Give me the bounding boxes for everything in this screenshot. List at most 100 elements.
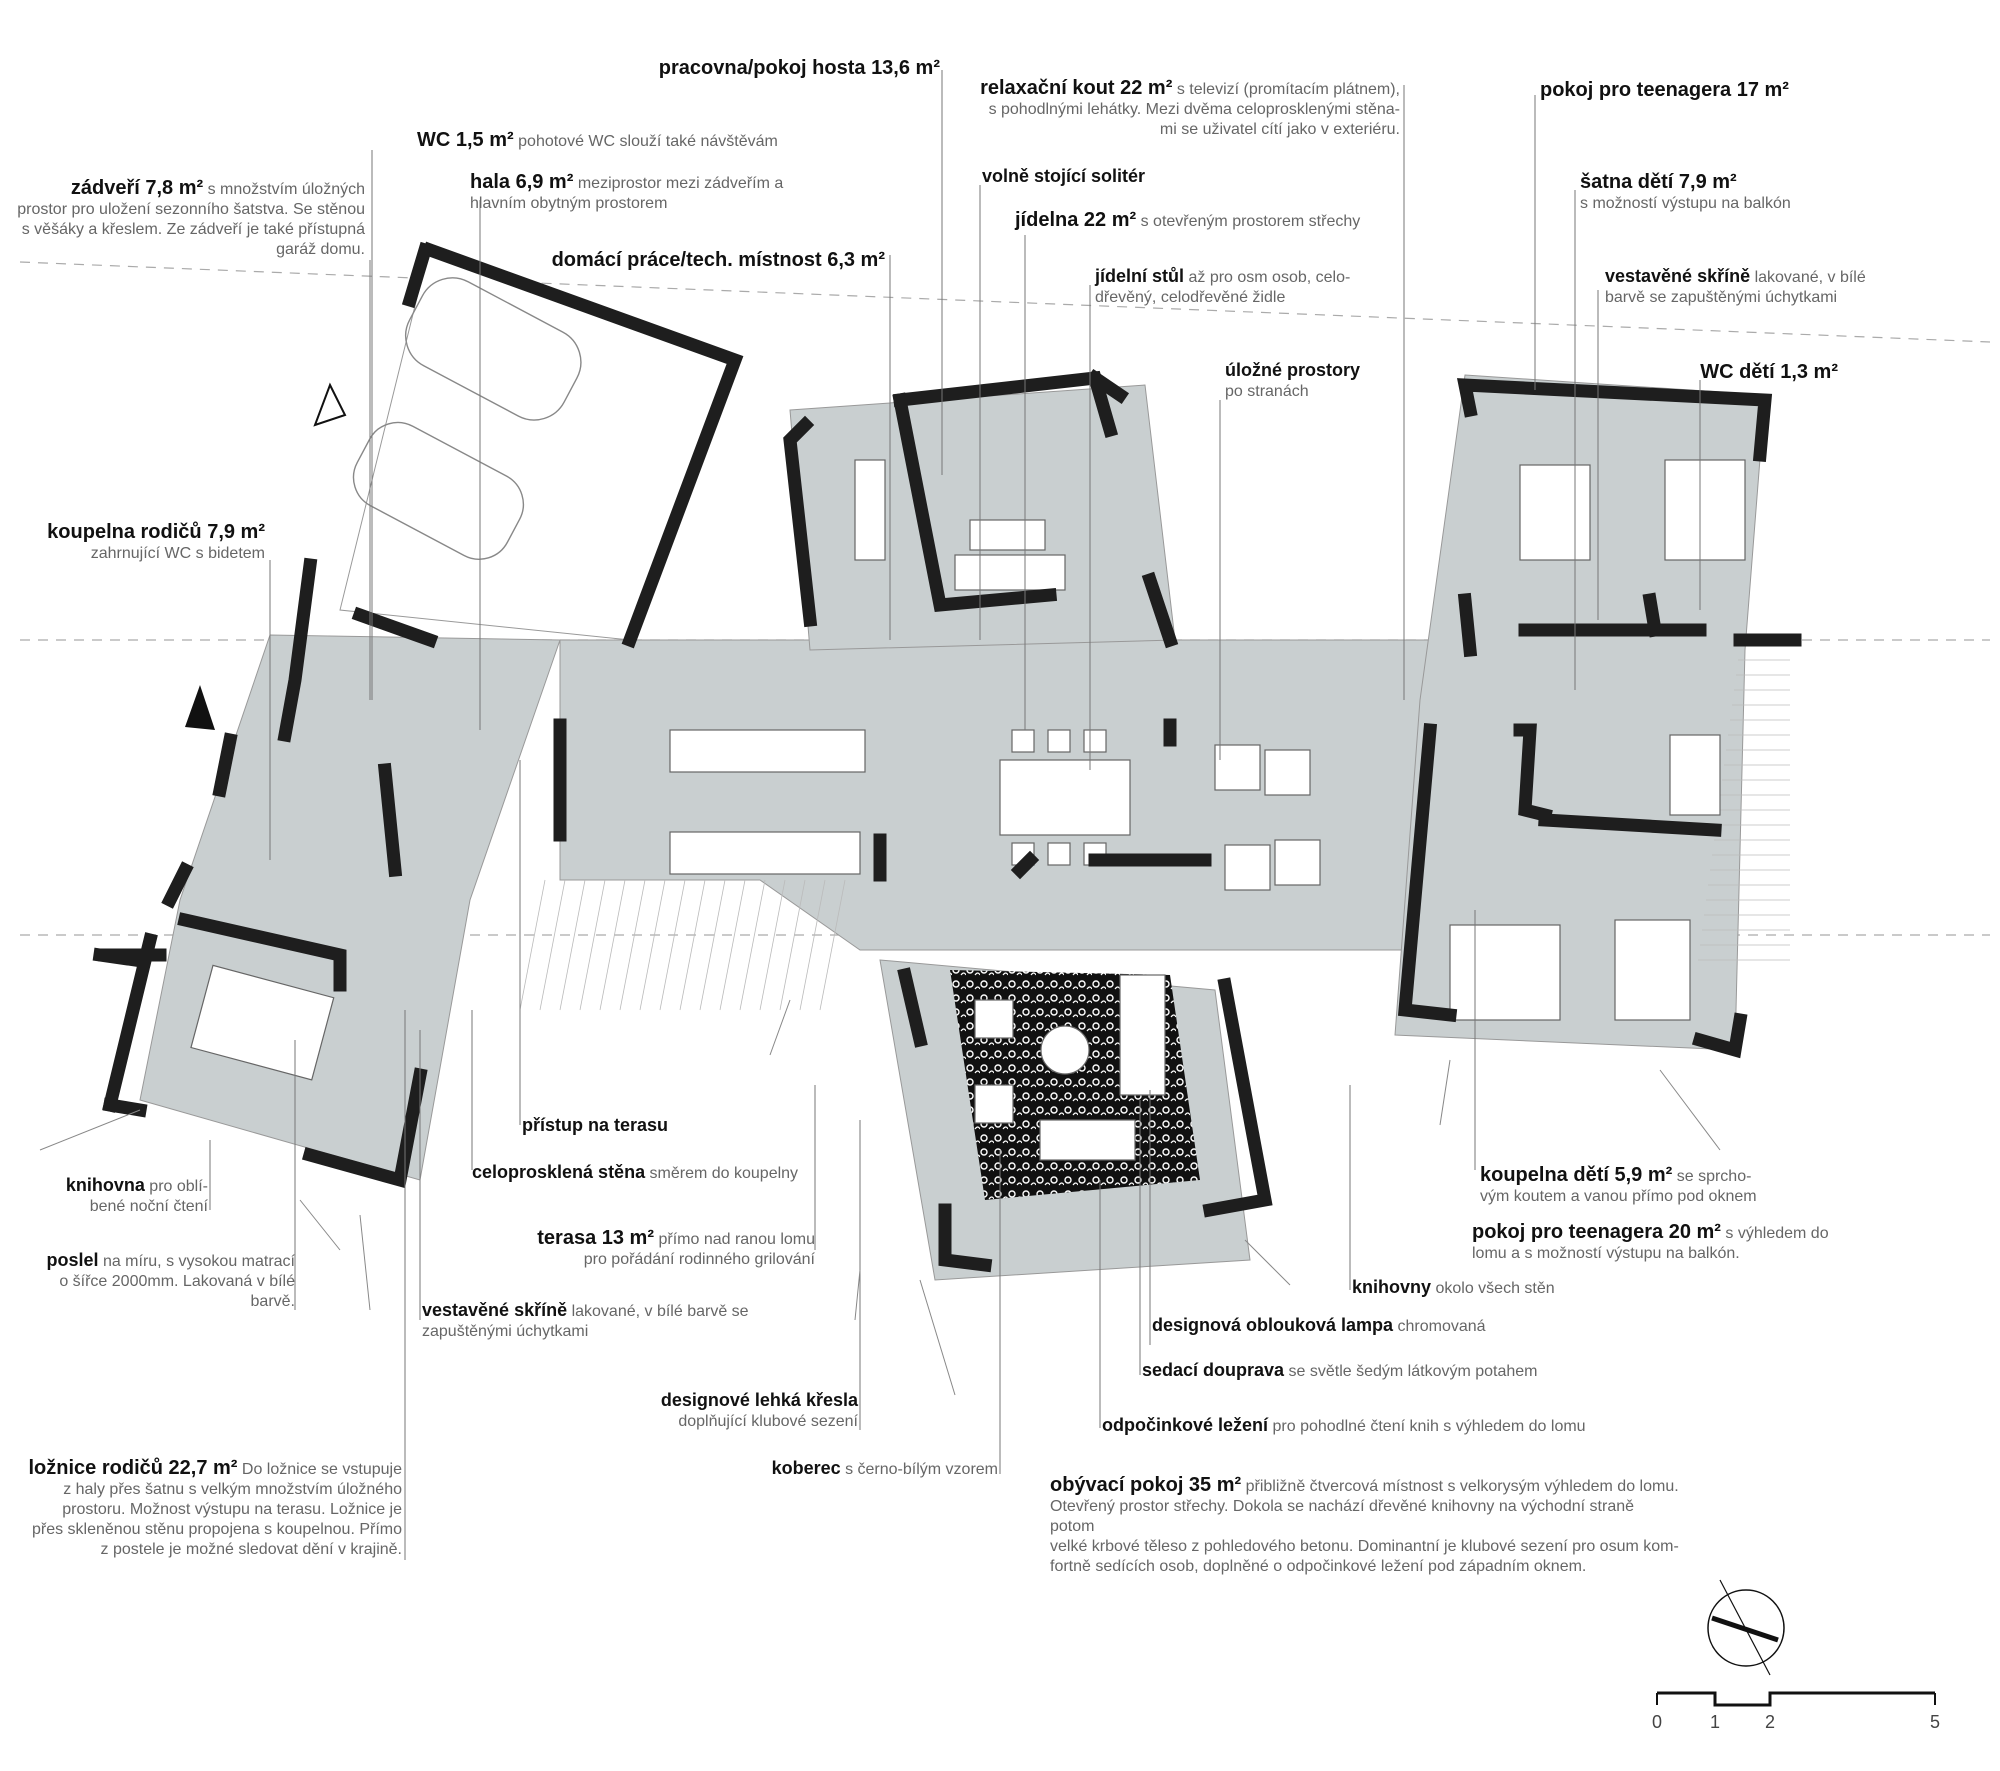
label-relax-desc: s televizí (promítacím plátnem), [1176,81,1400,98]
label-jidelna-desc: s otevřeným prostorem střechy [1140,213,1361,230]
label-skrine1-title: vestavěné skříně [1605,266,1751,286]
label-wcdeti-title: WC dětí 1,3 m² [1700,361,1838,383]
label-wcdeti: WC dětí 1,3 m² [1640,362,1838,384]
label-koupelnadeti-desc2: vým koutem a vanou přímo pod oknem [1480,1188,1757,1205]
terrace-hatch [519,644,1790,1011]
leader-lines [209,70,1701,1560]
label-knihovny: knihovny okolo všech stěn [1352,1277,1652,1299]
label-stul-desc2: dřevěný, celodřevěné židle [1095,289,1286,306]
label-kresla-title: designové lehká křesla [660,1390,858,1410]
walls [92,241,1802,1273]
label-koupelnarod-desc: zahrnující WC s bidetem [90,545,265,562]
label-teen20-desc2: lomu a s možností výstupu na balkón. [1472,1245,1740,1262]
label-loznice-title: ložnice rodičů 22,7 m² [28,1457,238,1479]
label-hala-title: hala 6,9 m² [470,171,574,193]
label-lezeni: odpočinkové ležení pro pohodlné čtení kn… [1102,1415,1622,1437]
label-relax-title: relaxační kout 22 m² [980,77,1173,99]
label-lampa-title: designová oblouková lampa [1152,1315,1394,1335]
label-koupelnadeti: koupelna dětí 5,9 m² se sprcho- vým kout… [1480,1165,1860,1207]
label-knihovny-desc: okolo všech stěn [1435,1280,1555,1297]
label-kresla-desc: doplňující klubové sezení [678,1413,858,1430]
label-relax-desc3: mi se uživatel cítí jako v exteriéru. [1159,121,1400,138]
label-zadveri-title: zádveří 7,8 m² [70,177,204,199]
label-postel-desc2: o šířce 2000mm. Lakovaná v bílé [59,1273,295,1290]
label-sedaci-title: sedací doupravа [1142,1360,1285,1380]
label-skrine1-desc2: barvě se zapuštěnými úchytkami [1605,289,1838,306]
living-furniture [974,974,1166,1161]
label-teen20: pokoj pro teenagera 20 m² s výhledem do … [1472,1222,1872,1264]
kitchen-counter [669,729,866,875]
label-postel: poslel na míru, s vysokou matrací o šířc… [10,1250,295,1312]
label-hala-desc2: hlavním obytným prostorem [470,195,668,212]
label-ulozne-title: úložné prostory [1225,360,1361,380]
label-knihovna-title: knihovna [65,1175,145,1195]
label-solit: volně stojící solitér [982,166,1262,188]
label-zadveri: zádveří 7,8 m² s množstvím úložných pros… [10,178,365,260]
label-wc15: WC 1,5 m² pohotové WC slouží také návště… [417,130,837,152]
children-beds [1449,459,1746,1021]
label-knihovna-desc2: bené noční čtení [89,1198,208,1215]
label-celoprosklena: celoprosklená stěna směrem do koupelny [472,1162,812,1184]
parents-bed [190,964,335,1081]
label-stul-title: jídelní stůl [1095,266,1185,286]
label-koberec-desc: s černo-bílým vzorem [845,1461,998,1478]
label-postel-title: poslel [46,1250,99,1270]
label-teen17: pokoj pro teenagera 17 m² [1540,80,1840,102]
label-pracovna: pracovna/pokoj hosta 13,6 m² [620,58,940,80]
label-lampa: designová oblouková lampa chromovaná [1152,1315,1512,1337]
scale-tick-0: 0 [1652,1712,1663,1732]
label-knihovna: knihovna pro oblí- bené noční čtení [10,1175,208,1217]
label-teen17-title: pokoj pro teenagera 17 m² [1540,79,1789,101]
label-lampa-desc: chromovaná [1397,1318,1486,1335]
car-icon [352,277,582,560]
label-solit-title: volně stojící solitér [982,166,1146,186]
scale-tick-5: 5 [1930,1712,1941,1732]
label-obyvaci: obývací pokoj 35 m² přibližně čtvercová … [1050,1475,1680,1577]
label-obyvaci-desc1: přibližně čtvercová místnost s velkorysý… [1245,1478,1679,1495]
scale-tick-1: 1 [1710,1712,1721,1732]
label-pracovna-title: pracovna/pokoj hosta 13,6 m² [658,57,940,79]
label-pristup: přístup na terasu [522,1115,722,1137]
dining-table [999,729,1131,866]
label-skrine1: vestavěné skříně lakované, v bílé barvě … [1605,266,1905,308]
label-dompr: domácí práce/tech. místnost 6,3 m² [490,250,885,272]
label-ulozne-desc: po stranách [1225,383,1309,400]
label-kresla: designové lehká křesla doplňující klubov… [600,1390,858,1432]
south-terrace [519,879,846,1011]
garage [339,244,736,641]
label-skrine2-title: vestavěné skříně [422,1300,568,1320]
label-dompr-title: domácí práce/tech. místnost 6,3 m² [551,249,885,271]
label-relax: relaxační kout 22 m² s televizí (promíta… [950,78,1400,140]
label-wc15-title: WC 1,5 m² [417,129,514,151]
label-obyvaci-title: obývací pokoj 35 m² [1050,1474,1242,1496]
scale-bar [1656,1691,1936,1707]
label-jidelna-title: jídelna 22 m² [1015,209,1137,231]
east-balcony [1698,644,1790,961]
label-skrine2-desc1: lakované, v bílé barvě se [571,1303,749,1320]
label-lezeni-title: odpočinkové ležení [1102,1415,1269,1435]
label-postel-desc3: barvě. [250,1293,295,1310]
label-koberec: koberec s černo-bílým vzorem [720,1458,998,1480]
study-furniture [854,459,1066,591]
label-loznice-desc5: z postele je možné sledovat dění v kraji… [100,1541,403,1558]
label-koupelnadeti-desc1: se sprcho- [1676,1168,1752,1185]
view-arrows [39,999,1721,1396]
label-celoprosklena-desc: směrem do koupelny [649,1165,799,1182]
label-loznice-desc3: prostoru. Možnost výstupu na terasu. Lož… [62,1501,402,1518]
label-knihovny-title: knihovny [1352,1277,1432,1297]
label-zadveri-desc4: garáž domu. [276,241,365,258]
label-relax-desc2: s pohodlnými lehátky. Mezi dvěma celopro… [988,101,1400,118]
label-terasa: terasa 13 m² přímo nad ranou lomu pro po… [480,1228,815,1270]
label-stul: jídelní stůl až pro osm osob, celo- dřev… [1095,266,1415,308]
label-loznice-desc4: přes skleněnou stěnu propojena s koupeln… [31,1521,402,1538]
label-sedaci: sedací doupravа se světle šedým látkovým… [1142,1360,1592,1382]
label-jidelna: jídelna 22 m² s otevřeným prostorem stře… [1015,210,1415,232]
label-loznice: ložnice rodičů 22,7 m² Do ložnice se vst… [10,1457,403,1560]
relax-seats [1214,744,1321,891]
label-ulozne: úložné prostory po stranách [1225,360,1425,402]
label-wc15-desc: pohotové WC slouží také návštěvám [518,133,778,150]
scale-tick-2: 2 [1765,1712,1776,1732]
label-teen20-desc1: s výhledem do [1725,1225,1829,1242]
label-satna-title: šatna dětí 7,9 m² [1580,171,1737,193]
